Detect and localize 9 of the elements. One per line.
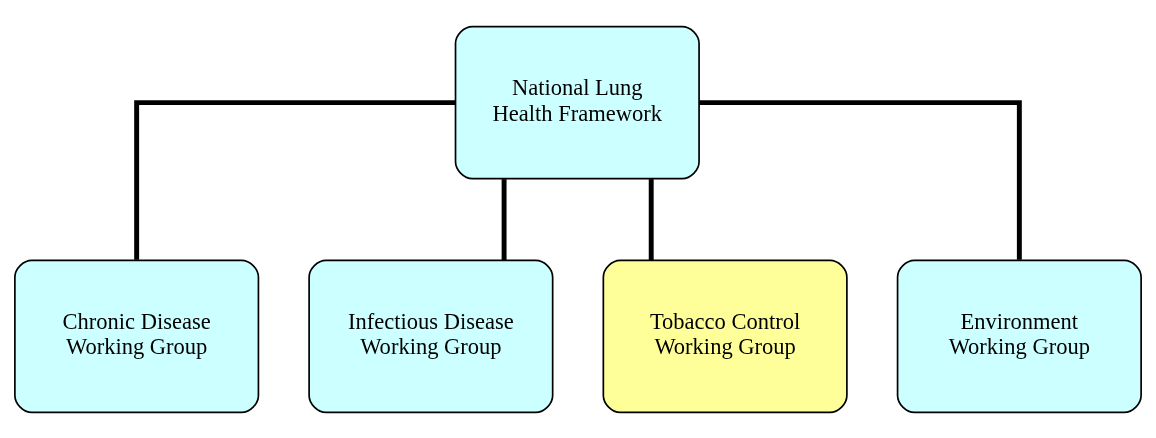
node-box: Chronic Disease Working Group — [14, 259, 260, 413]
node-box: National Lung Health Framework — [454, 25, 700, 179]
connector — [699, 99, 1022, 260]
node-box: Infectious Disease Working Group — [308, 259, 554, 413]
connector — [134, 99, 456, 260]
connector — [648, 178, 654, 260]
connector — [501, 178, 507, 260]
node-box: Environment Working Group — [896, 259, 1142, 413]
node-box: Tobacco Control Working Group — [602, 259, 848, 413]
